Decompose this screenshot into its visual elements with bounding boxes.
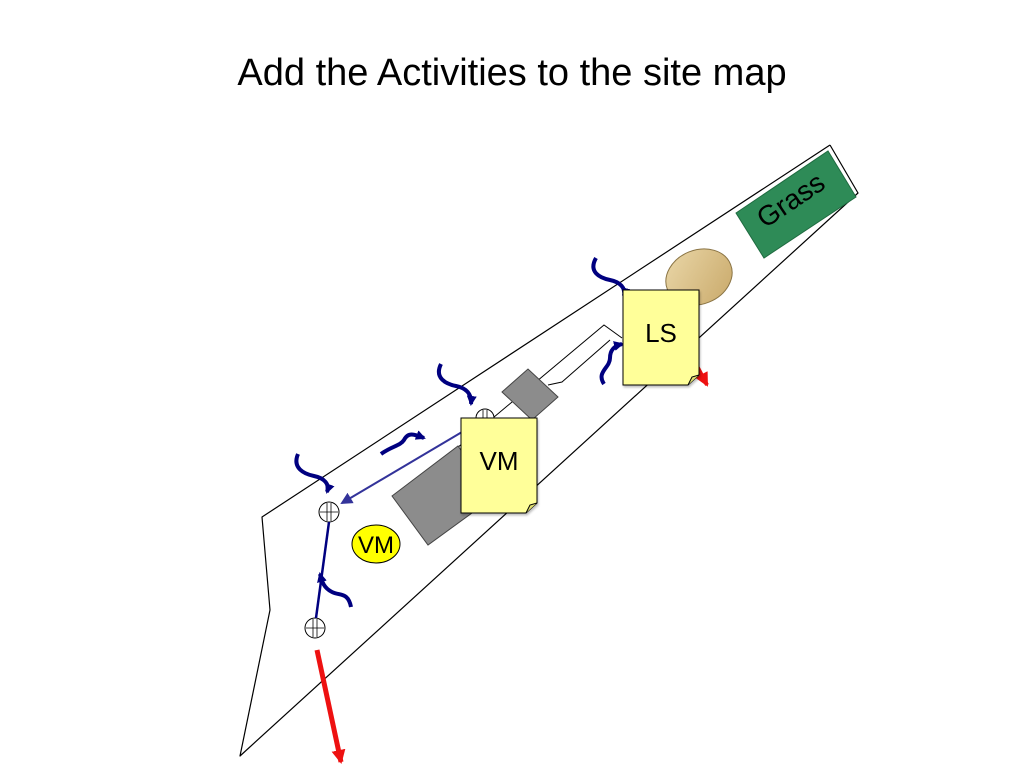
slide-title: Add the Activities to the site map: [237, 52, 787, 94]
runoff-arrow: [436, 363, 477, 406]
vm-marker-label: VM: [358, 532, 394, 559]
red-discharge-arrow: [314, 649, 346, 764]
runoff-arrow: [294, 453, 335, 494]
drain-flow-arrow: [340, 431, 463, 505]
manhole: [318, 501, 340, 523]
site-boundary: [239, 144, 859, 757]
building-small: [501, 368, 559, 421]
runoff-arrow: [599, 341, 624, 386]
note-card-vm-label: VM: [480, 446, 519, 476]
inner-fence: [547, 339, 611, 386]
drain-pipe: [314, 521, 331, 619]
runoff-arrow: [317, 572, 353, 608]
runoff-arrow: [379, 430, 426, 456]
grass-area: Grass: [735, 150, 857, 259]
note-card-ls[interactable]: LS: [622, 289, 700, 386]
manhole: [304, 617, 326, 639]
note-card-ls-label: LS: [645, 318, 677, 348]
vm-marker[interactable]: VM: [351, 524, 401, 564]
note-card-vm[interactable]: VM: [460, 417, 538, 514]
